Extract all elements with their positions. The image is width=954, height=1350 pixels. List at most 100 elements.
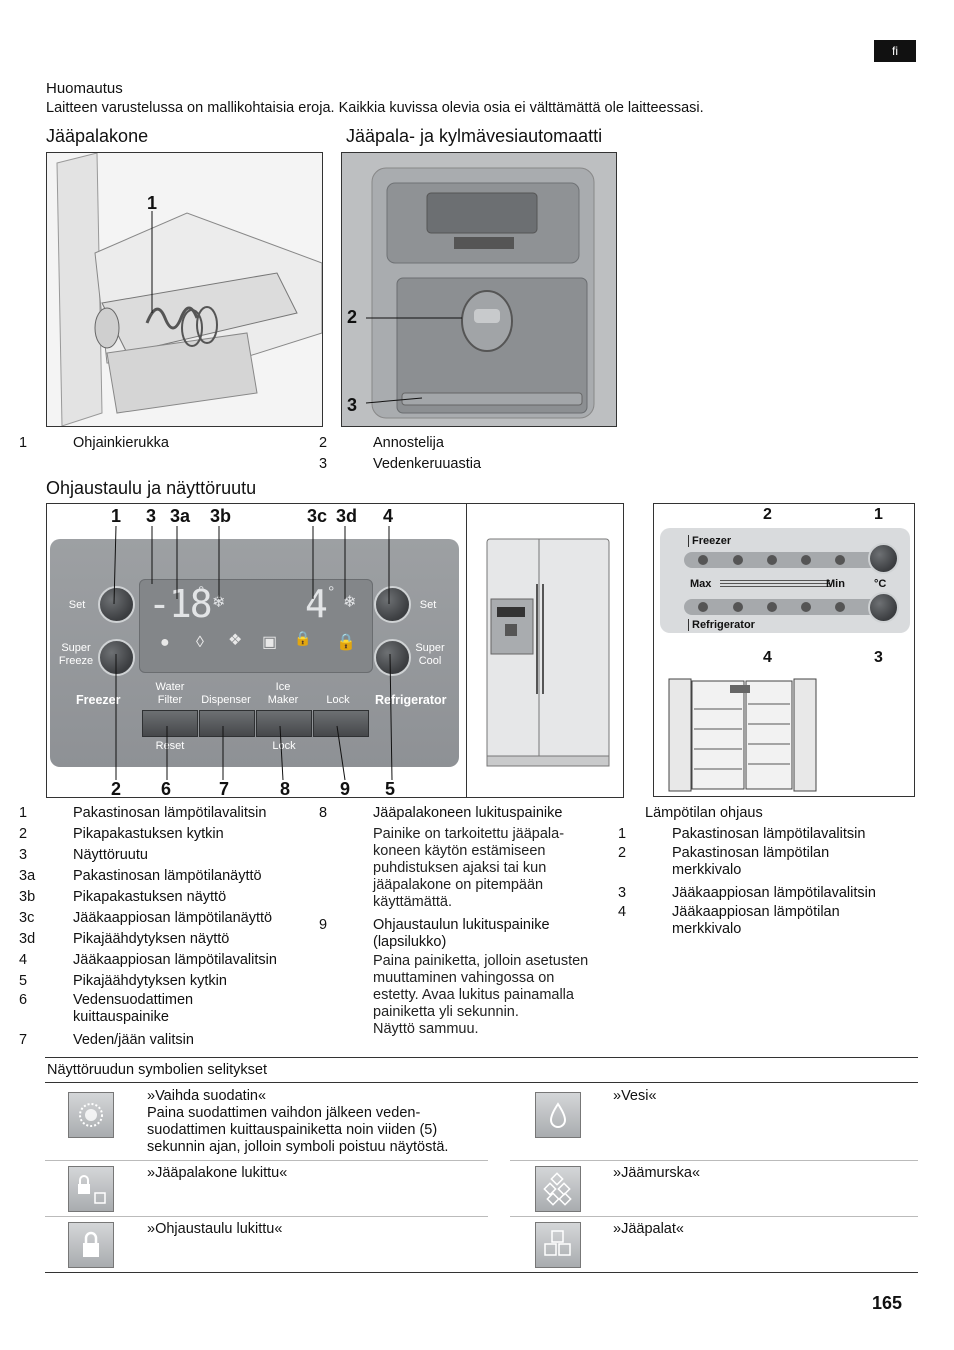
freezer-set-button[interactable] [98,586,135,623]
refrigerator-label: Refrigerator [375,693,447,707]
callout-9: 9 [340,779,351,798]
dispenser-label: Dispenser [201,694,251,706]
freezer-temp-selector[interactable] [868,543,899,574]
freezer-degree: ° [198,584,205,601]
table-bottom-rule [45,1272,918,1273]
freezer-led [767,555,777,565]
icemaker-lock-icon [68,1166,114,1212]
ice-cubes-icon: ▣ [262,634,278,651]
water-drop-icon: ◊ [196,634,204,651]
lock-sub-label: Lock [272,740,296,752]
filter-icon [68,1092,114,1138]
panel-lock-button[interactable] [313,710,369,737]
fridge-led [733,602,743,612]
callout-2: 2 [111,779,122,798]
freezer-led [801,555,811,565]
crushed-ice-icon: ❖ [228,632,243,649]
symbol-description: »Jääpalat« [613,1221,684,1237]
dispenser-figure: 2 3 [341,152,617,427]
open-fridge-figure [653,669,915,797]
temp-scale [720,580,830,589]
freezer-led-bar [684,552,884,568]
fridge-led-bar [684,599,884,615]
callout-3d: 3d [336,506,358,526]
callout-3a: 3a [170,506,191,526]
ice-maker-lock-button[interactable] [256,710,312,737]
icemaker-illustration [47,153,322,426]
callout-2: 2 [763,506,772,523]
fridge-led [698,602,708,612]
row-divider [45,1216,488,1217]
row-divider [45,1160,488,1161]
min-label: Min [826,578,845,590]
symbol-description: »Ohjaustaulu lukittu« [147,1221,283,1237]
fridge-degree: ° [328,584,335,601]
fridge-temp-selector[interactable] [868,592,899,623]
callout-7: 7 [219,779,230,798]
dispenser-illustration [342,153,616,426]
super-freeze-snowflake-icon: ❄ [212,594,226,611]
callout-1: 1 [147,193,158,213]
callout-3b: 3b [210,506,232,526]
open-fridge-illustration [668,678,817,792]
language-tag: fi [874,40,916,62]
icemaker-figure: 1 [46,152,323,427]
callout-1: 1 [874,506,883,523]
temp-control-figure: 2 1 Freezer Max Min °C Refrigerator 4 3 [653,503,915,671]
fridge-temp-display: 4 [305,582,328,626]
dispenser-button[interactable] [199,710,255,737]
water-filter-label: Water Filter [155,681,185,706]
super-cool-button[interactable] [374,639,411,676]
callout-3: 3 [347,395,358,415]
freezer-led [835,555,845,565]
callout-2: 2 [347,307,358,327]
row-divider [510,1160,918,1161]
water-filter-button[interactable] [142,710,198,737]
symbol-description: »Vaihda suodatin« Paina suodattimen vaih… [147,1088,449,1155]
crushed-ice-icon [535,1166,581,1212]
super-freeze-label: Super Freeze [58,642,94,667]
panel-lock-icon [68,1222,114,1268]
control-panel-figure: 1 3 3a 3b 3c 3d 4 Set Super Freeze -18 °… [46,503,624,798]
symbols-title: Näyttöruudun symbolien selitykset [45,1058,918,1083]
callout-lines [113,525,393,781]
legend-description: Painike on tarkoitettu jääpala- koneen k… [373,826,565,910]
fridge-led [801,602,811,612]
fridge-set-button[interactable] [374,586,411,623]
fridge-illustration [486,538,610,767]
callout-8: 8 [280,779,291,798]
callout-3c: 3c [307,506,328,526]
callout-5: 5 [385,779,396,798]
note-text: Laitteen varustelussa on mallikohtaisia … [46,100,704,116]
fridge-led [767,602,777,612]
max-label: Max [690,578,712,590]
note-title: Huomautus [46,80,123,97]
set-label-left: Set [68,599,86,611]
page-number: 165 [872,1293,903,1313]
temp-control-panel: Freezer Max Min °C Refrigerator [660,528,910,633]
freezer-indicator-label: Freezer [688,535,731,547]
control-panel: Set Super Freeze -18 ° ❄ 4 ° ❄ ● ◊ ❖ ▣ 🔒… [50,539,459,767]
freezer-temp-display: -18 [148,582,213,626]
callout-6: 6 [161,779,172,798]
panel-lock-icon: 🔒 [336,634,356,651]
unit-label: °C [874,578,887,590]
freezer-label: Freezer [76,693,121,707]
set-label-right: Set [419,599,437,611]
freezer-led [733,555,743,565]
